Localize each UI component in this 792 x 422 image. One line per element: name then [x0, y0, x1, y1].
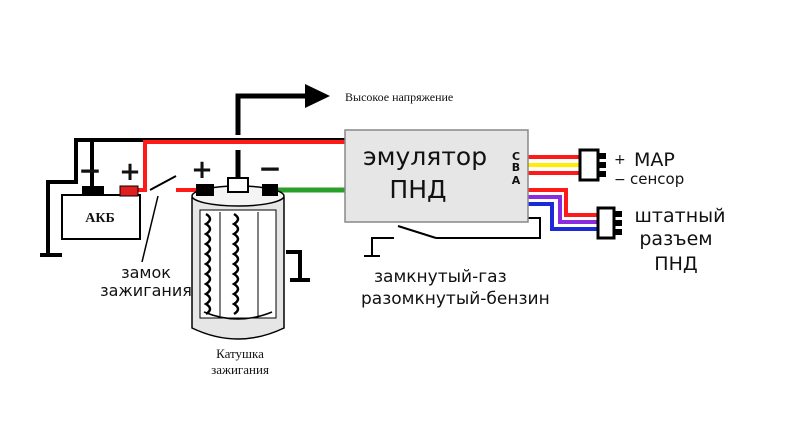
switch-wire — [436, 217, 541, 239]
coil-caption-1: Катушка — [216, 346, 264, 361]
map-minus-sign: − — [614, 172, 626, 188]
std-label-1: штатный — [635, 205, 726, 227]
ignition-switch-pointer — [141, 195, 159, 263]
map-connector-body — [578, 148, 600, 182]
coil-secondary-winding — [231, 212, 240, 316]
switch-ground — [371, 237, 394, 256]
map-connector-pin-1 — [598, 153, 606, 159]
map-title: MAP — [634, 149, 675, 171]
std-connector-pin-2 — [614, 220, 622, 226]
coil-terminal-center — [227, 177, 249, 193]
high-voltage-label: Высокое напряжение — [345, 90, 453, 104]
emulator-box — [344, 129, 529, 223]
std-connector-pin-1 — [614, 211, 622, 217]
battery-label: АКБ — [85, 211, 115, 226]
emulator-pin-a: A — [512, 174, 521, 187]
std-connector-body — [596, 206, 616, 240]
coil-minus-sign: − — [258, 152, 281, 185]
std-label-3: ПНД — [654, 253, 697, 275]
std-connector-pin-3 — [614, 229, 622, 235]
battery: АКБ − + — [61, 154, 141, 240]
ignition-switch: замок зажигания — [100, 175, 192, 300]
battery-minus-sign: − — [78, 154, 101, 187]
coil-ground-wire — [286, 250, 302, 280]
map-connector: + MAP − сенсор — [578, 148, 684, 188]
standard-connector: штатный разъем ПНД — [596, 205, 726, 275]
ignition-switch-blade — [149, 175, 177, 191]
std-wire-red — [528, 188, 598, 217]
std-label-2: разъем — [639, 228, 712, 250]
emulator-label-1: эмулятор — [363, 142, 487, 171]
coil-plus-sign: + — [191, 155, 213, 185]
map-plus-sign: + — [614, 152, 626, 168]
switch-open-label: разомкнутый-бензин — [361, 289, 550, 309]
std-wire-blue — [528, 202, 598, 231]
coil-primary-winding — [203, 212, 212, 316]
coil-bottom-curve — [203, 311, 273, 320]
emulator-unit: эмулятор ПНД C B A — [344, 129, 529, 223]
battery-plus-sign: + — [119, 157, 141, 187]
ignition-switch-label-1: замок — [121, 263, 171, 282]
coil-terminal-plus — [196, 184, 214, 196]
battery-terminal-minus — [82, 186, 104, 196]
emulator-label-2: ПНД — [389, 175, 446, 204]
battery-ground-wire — [46, 138, 94, 255]
coil-terminal-minus — [262, 184, 278, 196]
ignition-coil: + − Катушка зажигания — [191, 152, 285, 377]
switch-blade — [397, 225, 437, 239]
switch-closed-label: замкнутый-газ — [374, 267, 507, 287]
map-connector-pin-2 — [598, 162, 606, 168]
wires — [40, 84, 598, 282]
map-sub-label: сенсор — [630, 170, 684, 188]
std-wire-purple — [528, 195, 598, 224]
high-voltage-arrow — [305, 84, 330, 108]
map-connector-pin-3 — [598, 171, 606, 177]
emulator-pin-b: B — [512, 161, 520, 174]
emulator-pin-c: C — [512, 150, 520, 163]
coil-caption-2: зажигания — [211, 362, 269, 377]
battery-terminal-plus — [119, 185, 139, 197]
high-voltage-wire — [235, 93, 305, 135]
ignition-switch-label-2: зажигания — [100, 281, 192, 300]
